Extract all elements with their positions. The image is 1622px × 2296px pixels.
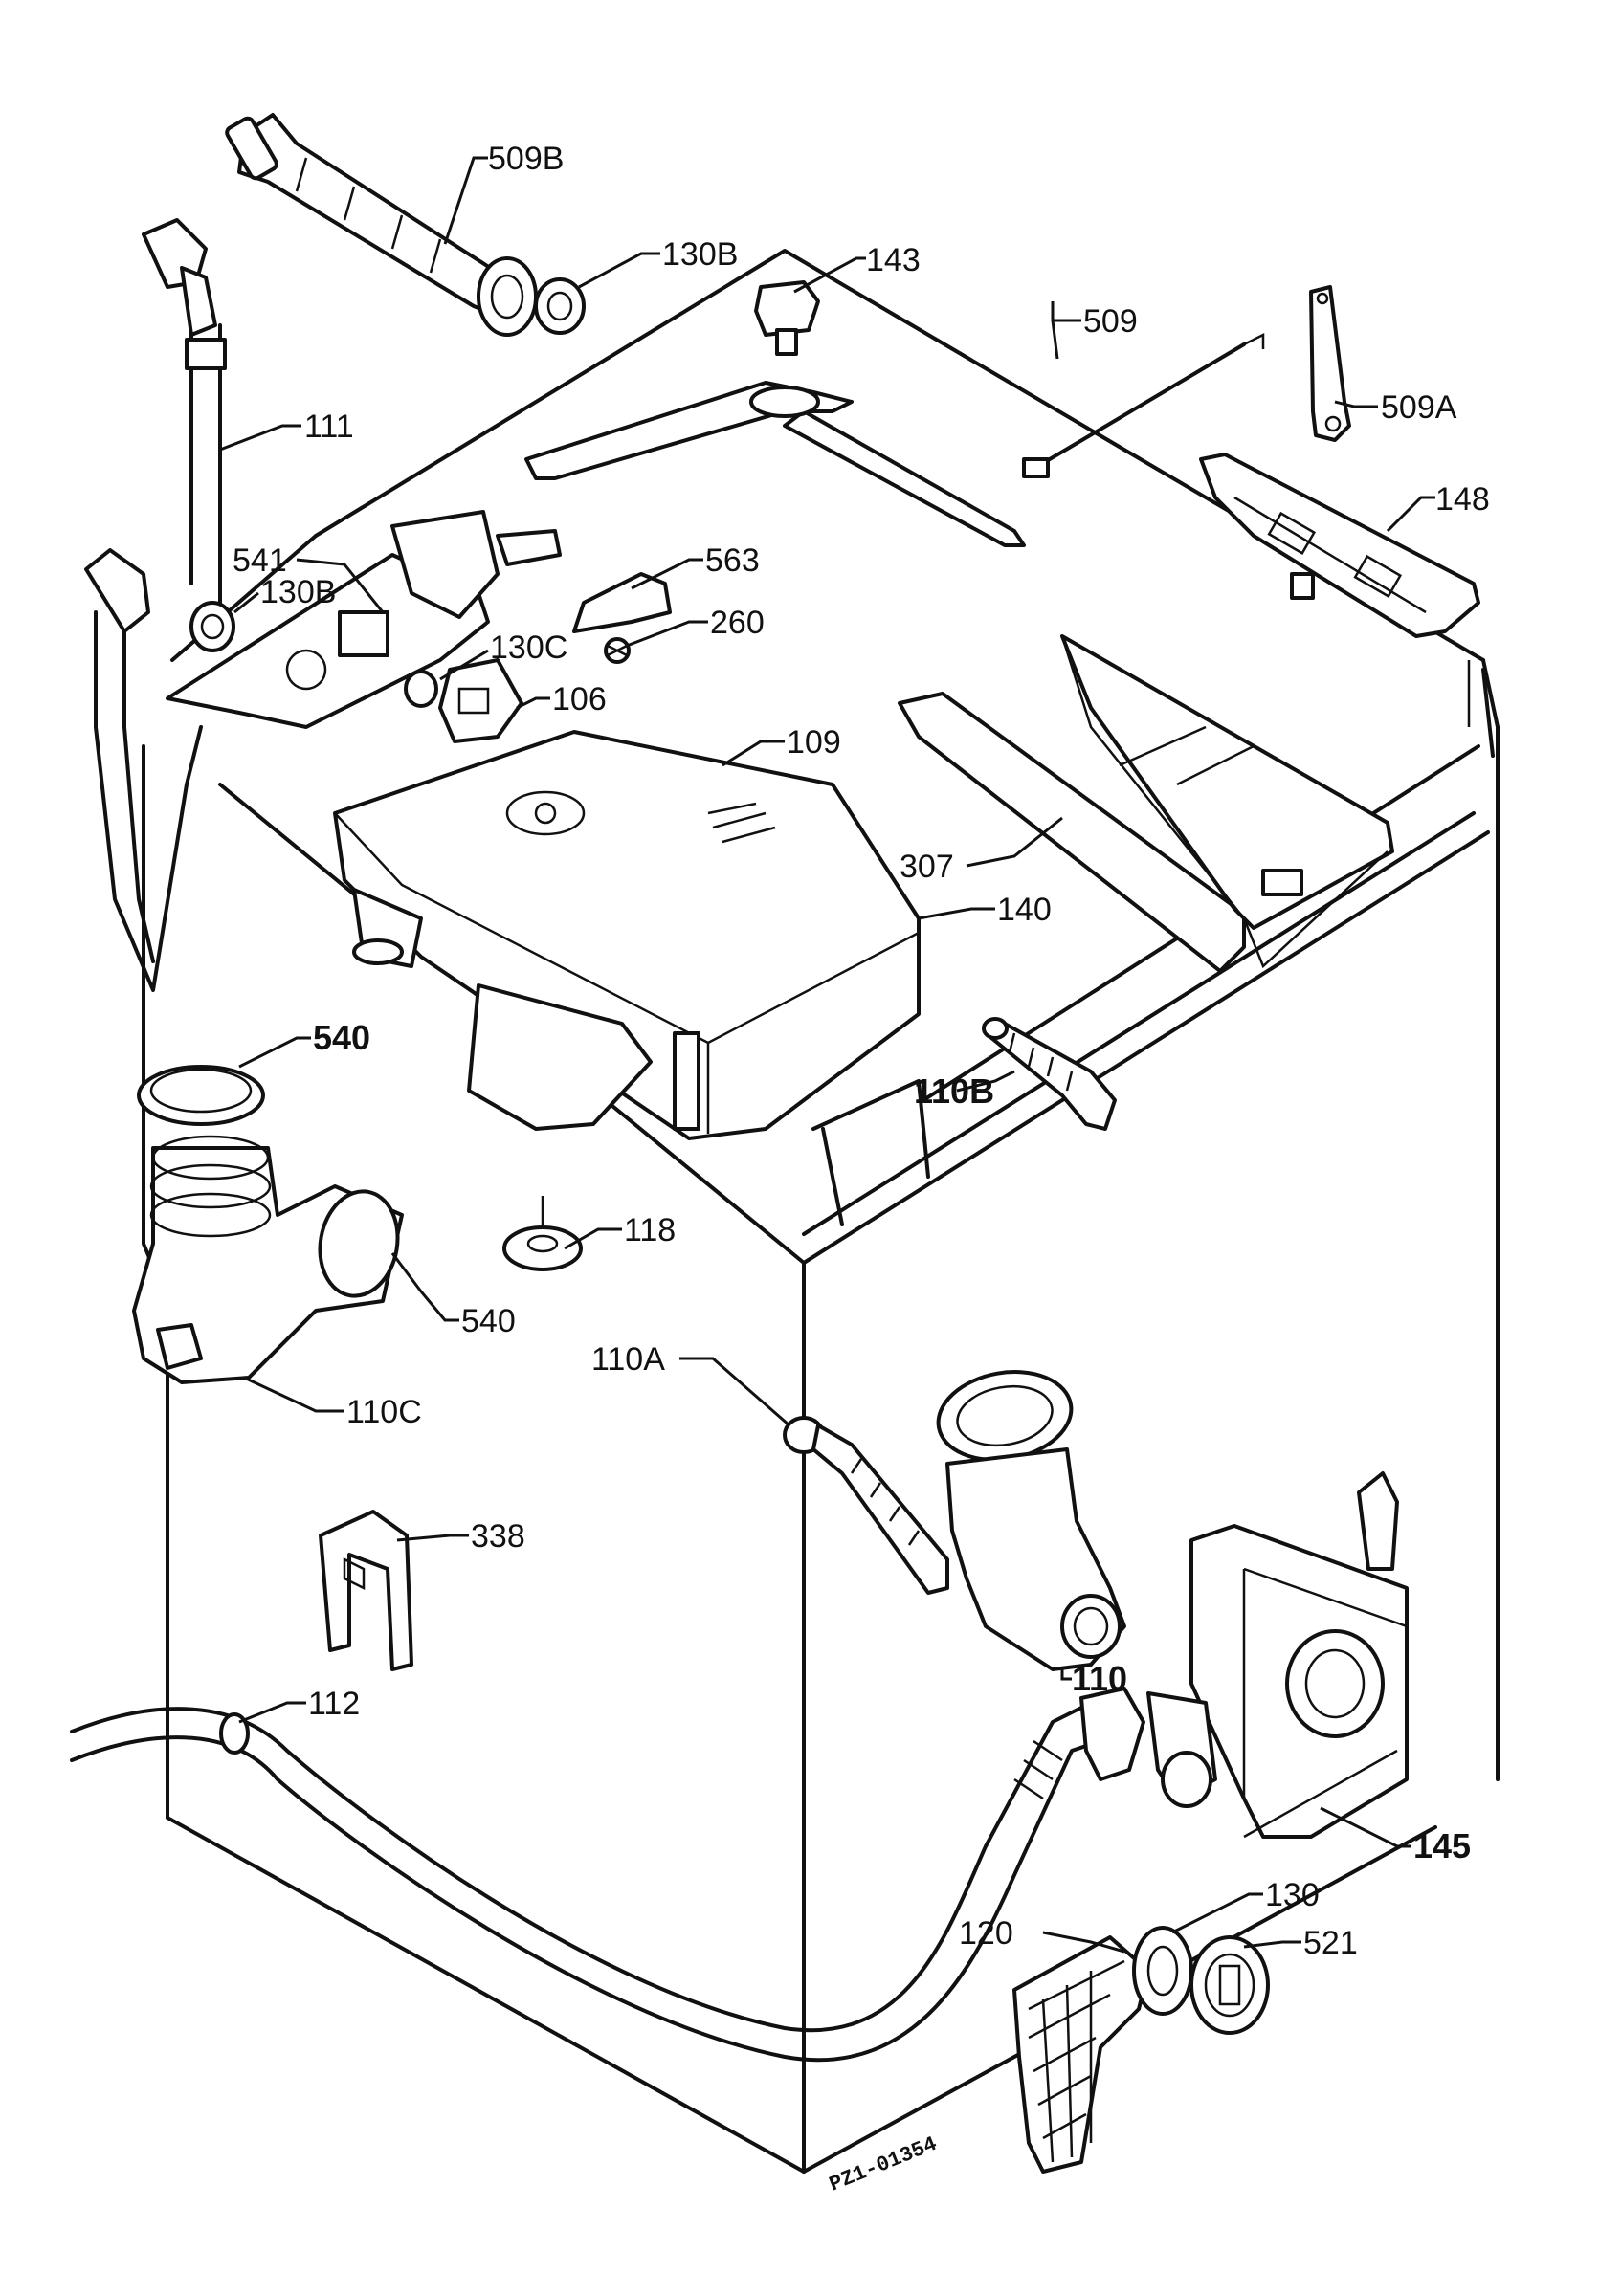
label-541: 541	[233, 542, 287, 579]
bellows-110	[936, 1370, 1126, 1671]
filter-120	[1012, 1935, 1150, 2174]
label-260: 260	[710, 605, 765, 641]
label-110A: 110A	[591, 1341, 665, 1378]
cap-521	[1189, 1935, 1270, 2035]
label-130B-mid: 130B	[260, 574, 336, 610]
bellows-540-110C	[132, 1065, 404, 1384]
label-118: 118	[624, 1212, 676, 1248]
label-509: 509	[1083, 303, 1138, 340]
label-130C: 130C	[490, 629, 567, 666]
label-540-top: 540	[313, 1018, 370, 1057]
part-143	[754, 280, 820, 356]
label-110: 110	[1072, 1659, 1127, 1698]
label-110B: 110B	[914, 1071, 994, 1111]
nut-130B-top	[534, 277, 586, 335]
label-540-bot: 540	[461, 1303, 516, 1339]
nut-130B-mid	[189, 601, 235, 652]
hose-110B	[982, 1017, 1117, 1131]
part-563	[572, 572, 672, 633]
label-111: 111	[304, 408, 354, 445]
hose-110A	[783, 1416, 949, 1595]
label-509B: 509B	[488, 141, 564, 177]
label-521: 521	[1303, 1925, 1358, 1961]
part-106	[438, 658, 523, 743]
pump-housing-145	[1146, 1471, 1409, 1839]
drain-hose-112	[70, 1687, 1145, 2063]
label-140: 140	[997, 892, 1052, 928]
label-112: 112	[308, 1686, 360, 1722]
seal-130	[1132, 1926, 1193, 2016]
part-148	[1199, 453, 1480, 638]
part-509	[524, 332, 1265, 547]
leader-lines	[219, 156, 1435, 1954]
label-130B-top: 130B	[662, 236, 738, 273]
part-130C	[404, 670, 438, 708]
label-143: 143	[866, 242, 921, 278]
label-109: 109	[787, 724, 841, 761]
label-148: 148	[1435, 481, 1490, 518]
drawing-reference-code: PZ1-01354	[826, 2132, 941, 2197]
label-145: 145	[1413, 1826, 1471, 1866]
label-563: 563	[705, 542, 760, 579]
inlet-valve-509B	[225, 113, 538, 337]
label-307: 307	[900, 849, 954, 885]
part-118	[502, 1196, 583, 1271]
label-110C: 110C	[346, 1394, 422, 1430]
spring-260	[604, 637, 631, 664]
valve-bracket-541	[166, 510, 562, 729]
label-130: 130	[1265, 1877, 1320, 1913]
label-106: 106	[552, 681, 607, 718]
lever-509A	[1309, 285, 1351, 442]
inlet-hose-111	[84, 218, 227, 992]
detergent-drawer-307	[898, 634, 1394, 973]
label-338: 338	[471, 1518, 525, 1555]
clip-338	[319, 1510, 413, 1671]
label-120: 120	[959, 1915, 1013, 1952]
label-509A: 509A	[1381, 389, 1457, 426]
dispenser-housing-109-140	[333, 730, 921, 1140]
